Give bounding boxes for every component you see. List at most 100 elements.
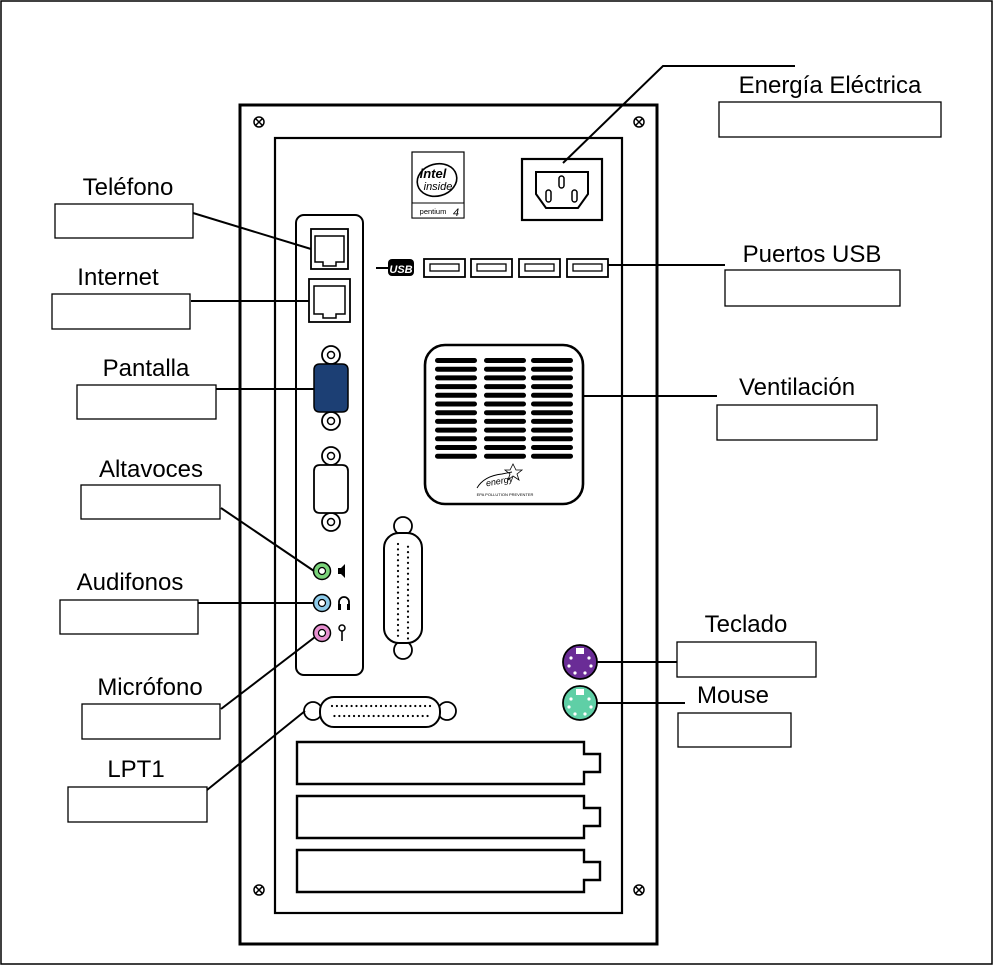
pin xyxy=(406,572,410,575)
pin xyxy=(330,704,334,708)
pin xyxy=(419,704,422,708)
pin xyxy=(404,704,407,708)
pin xyxy=(340,704,343,708)
pin xyxy=(396,623,400,627)
pin xyxy=(396,629,400,632)
answer-box-telefono[interactable] xyxy=(54,203,194,239)
pin xyxy=(406,545,410,548)
pin xyxy=(396,596,400,600)
vent-slot xyxy=(435,445,477,450)
pin xyxy=(379,704,383,708)
pin xyxy=(350,704,353,708)
vent-slot xyxy=(484,453,526,459)
pin xyxy=(384,704,387,708)
pin xyxy=(401,714,405,718)
pin xyxy=(414,704,417,708)
pin xyxy=(406,556,410,559)
serial-port xyxy=(313,446,349,532)
pin xyxy=(372,714,375,718)
speaker-icon xyxy=(338,564,345,578)
usb-port xyxy=(423,258,466,278)
usb-port xyxy=(566,258,609,278)
pin xyxy=(396,580,400,583)
pin xyxy=(335,704,338,708)
vertical-db-connector xyxy=(383,516,423,660)
vent-slot xyxy=(531,401,573,407)
label-energia-electrica: Energía Eléctrica xyxy=(739,72,922,99)
answer-box-teclado[interactable] xyxy=(676,641,817,678)
answer-box-puertos-usb[interactable] xyxy=(724,269,901,307)
vent-slot xyxy=(531,436,573,442)
label-audifonos: Audifonos xyxy=(77,569,184,596)
pin xyxy=(396,564,400,567)
answer-box-microfono[interactable] xyxy=(81,703,221,740)
vent-slot xyxy=(484,410,526,416)
pin xyxy=(406,588,410,592)
energy-star-logo: energy EPA POLLUTION PREVENTER xyxy=(477,463,534,497)
label-ventilacion: Ventilación xyxy=(739,374,855,401)
vent-slot xyxy=(484,436,526,442)
vent-slot xyxy=(435,392,477,398)
screw-icon xyxy=(633,116,645,128)
vent-slot xyxy=(531,375,573,381)
vent-slot xyxy=(484,401,526,407)
speaker-jack xyxy=(312,561,332,581)
microphone-jack xyxy=(312,623,332,643)
pin xyxy=(392,714,395,718)
svg-text:energy: energy xyxy=(485,474,514,489)
pin xyxy=(387,714,390,718)
pin xyxy=(355,704,358,708)
vent-slot xyxy=(484,392,526,398)
pin xyxy=(396,586,400,589)
io-panel xyxy=(295,214,364,676)
answer-box-lpt1[interactable] xyxy=(67,786,208,823)
svg-text:inside: inside xyxy=(424,181,453,193)
pin xyxy=(406,621,410,624)
answer-box-altavoces[interactable] xyxy=(80,484,221,520)
pin xyxy=(333,714,336,718)
pin xyxy=(377,714,380,718)
pin xyxy=(348,714,351,718)
pin xyxy=(428,704,432,708)
answer-box-internet[interactable] xyxy=(51,293,191,330)
usb-port xyxy=(518,258,561,278)
vent-slot xyxy=(484,366,526,372)
lpt-connector xyxy=(303,696,457,728)
vent-slot xyxy=(435,366,477,372)
label-internet: Internet xyxy=(77,264,159,291)
microphone-icon xyxy=(338,624,346,641)
ventilation-grille: energy EPA POLLUTION PREVENTER xyxy=(423,343,585,506)
vent-slot xyxy=(435,453,477,459)
pin xyxy=(396,569,400,573)
answer-box-energia-electrica[interactable] xyxy=(718,101,942,138)
pin xyxy=(406,583,410,586)
pin xyxy=(365,704,368,708)
screw-icon xyxy=(633,884,645,896)
usb-ports xyxy=(423,258,609,278)
screw-icon xyxy=(253,884,265,896)
answer-box-mouse[interactable] xyxy=(677,712,792,748)
label-mouse: Mouse xyxy=(697,682,769,709)
pin xyxy=(338,714,341,718)
pin xyxy=(343,714,346,718)
answer-box-audifonos[interactable] xyxy=(59,599,199,635)
label-pantalla: Pantalla xyxy=(103,355,190,382)
pin xyxy=(382,714,385,718)
usb-logo: USB xyxy=(376,259,414,276)
answer-box-ventilacion[interactable] xyxy=(716,404,878,441)
svg-text:EPA POLLUTION PREVENTER: EPA POLLUTION PREVENTER xyxy=(477,492,534,497)
pin xyxy=(406,561,410,565)
power-socket xyxy=(520,157,604,222)
pin xyxy=(396,548,400,551)
pin xyxy=(411,714,414,718)
ps2-mouse-port xyxy=(562,685,598,721)
pin xyxy=(406,551,410,554)
pin xyxy=(345,704,348,708)
vent-slot xyxy=(435,384,477,390)
pin xyxy=(375,704,378,708)
pin xyxy=(370,704,373,708)
answer-box-pantalla[interactable] xyxy=(76,384,217,420)
screw-icon xyxy=(253,116,265,128)
vent-slot xyxy=(435,427,477,433)
vent-slot xyxy=(484,445,526,450)
